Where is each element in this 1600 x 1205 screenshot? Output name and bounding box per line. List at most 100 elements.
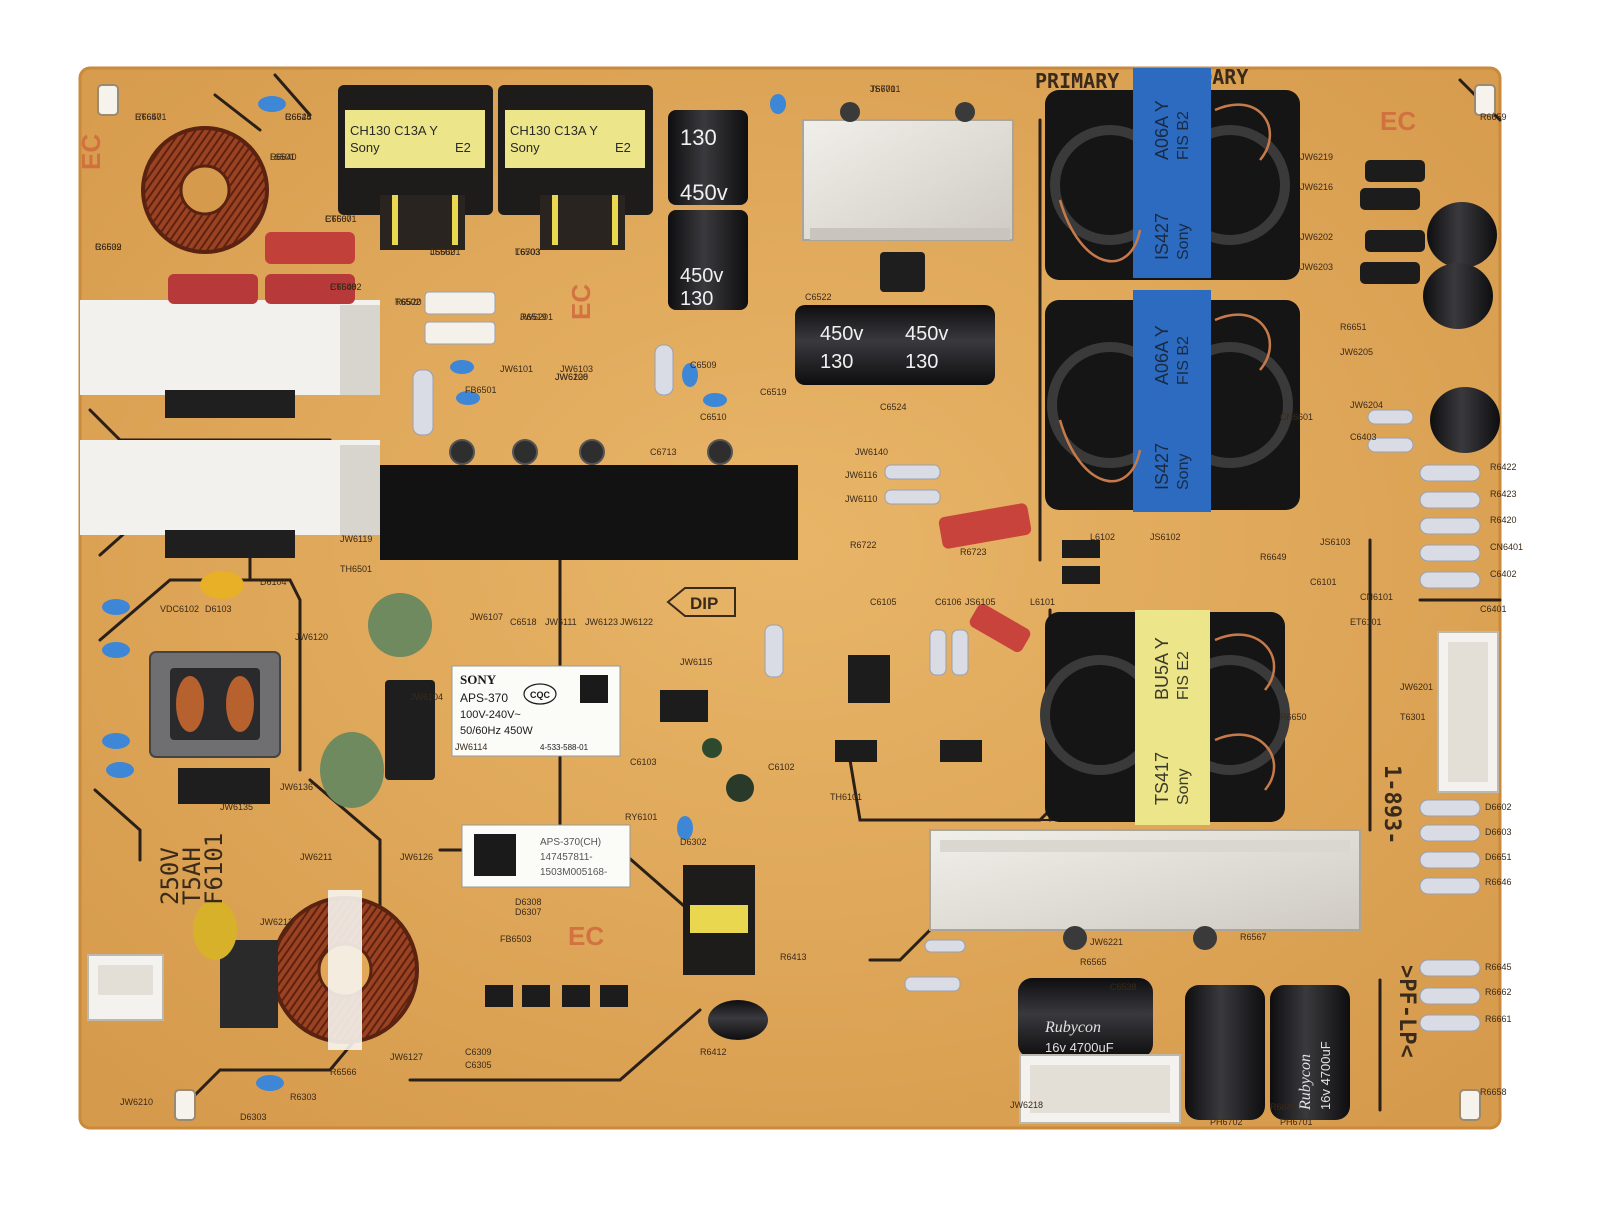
silkscreen-designator: D6602 xyxy=(1485,802,1512,812)
ec-mark-1: EC xyxy=(76,134,106,170)
silkscreen-designator: TH6501 xyxy=(340,564,372,574)
fuse-line1: F6101 xyxy=(200,833,228,905)
fuse-holder xyxy=(220,940,278,1028)
transformer-t6703-line1: IS427 xyxy=(1152,443,1172,490)
silkscreen-designator: D6308 xyxy=(515,897,542,907)
silkscreen-designator: C6402 xyxy=(1490,569,1517,579)
black-heatsink-bar xyxy=(380,465,798,560)
silkscreen-designator: JW6114 xyxy=(455,742,487,752)
transformer-t6703-line2: Sony xyxy=(1175,454,1192,490)
silkscreen-designator: ET6402 xyxy=(330,282,362,292)
silkscreen-designator: VDC6102 xyxy=(160,604,199,614)
silkscreen-designator: R6662 xyxy=(1485,987,1512,997)
ec-mark-3: EC xyxy=(1380,106,1416,136)
silkscreen-designator: JW6201 xyxy=(520,312,553,322)
connector-cn6601 xyxy=(1437,631,1499,793)
silkscreen-designator: C6102 xyxy=(768,762,795,772)
silkscreen-designator: R6413 xyxy=(780,952,807,962)
blue-ceramic-caps xyxy=(102,94,786,1091)
silkscreen-designator: L6503 xyxy=(515,247,540,257)
electrolytic-cap-450v-vertical: 130 450v 450v 130 xyxy=(668,110,748,310)
silkscreen-designator: C6524 xyxy=(880,402,907,412)
silkscreen-designator: FB6503 xyxy=(500,934,532,944)
rubycon-left-brand: Rubycon xyxy=(1044,1019,1101,1036)
silkscreen-designator: C6309 xyxy=(465,1047,492,1057)
transformer-t6502: TS417 Sony BU5A Y FIS E2 xyxy=(1040,610,1290,825)
rubycon-left-rating: 16v 4700uF xyxy=(1045,1040,1114,1055)
silkscreen-designator: D6603 xyxy=(1485,827,1512,837)
diodes-secondary xyxy=(1360,160,1425,284)
silkscreen-designator: C6525 xyxy=(285,112,312,122)
smd-ics xyxy=(485,540,1100,1007)
rubycon-right-rating: 16v 4700uF xyxy=(1318,1041,1333,1110)
silkscreen-designator: R6646 xyxy=(1485,877,1512,887)
serial-line2: 147457811- xyxy=(540,852,593,863)
silkscreen-designator: JW6115 xyxy=(680,657,712,667)
connector-cn6401 xyxy=(1019,1054,1181,1124)
silkscreen-designator: JW6101 xyxy=(500,364,533,374)
transformer-t6701-line4: FIS B2 xyxy=(1175,111,1192,160)
silkscreen-designator: R6520 xyxy=(395,297,422,307)
transformer-l6503-line1: CH130 C13A Y xyxy=(510,123,598,138)
heatsink-bottom-secondary xyxy=(929,829,1361,950)
silkscreen-designator: JW6140 xyxy=(855,447,888,457)
silkscreen-designator: JW6218 xyxy=(1010,1100,1043,1110)
silkscreen-designator: JW6116 xyxy=(845,470,877,480)
silkscreen-designator: ET6501 xyxy=(135,112,167,122)
silkscreen-designator: JW6104 xyxy=(410,692,443,702)
serial-line1: APS-370(CH) xyxy=(540,837,601,848)
silkscreen-designator: JW6111 xyxy=(545,617,577,627)
toroid-inductor-l6101 xyxy=(271,890,419,1050)
silkscreen-designator: C6105 xyxy=(870,597,897,607)
cap-450v-2-cap: 130 xyxy=(680,288,713,310)
silkscreen-designator: JW6220 xyxy=(555,372,588,382)
silkscreen-designator: JW6119 xyxy=(340,534,372,544)
silkscreen-designator: JW6108 xyxy=(555,372,588,382)
transformer-l6503: CH130 C13A Y Sony E2 xyxy=(498,85,653,250)
silkscreen-designator: R6645 xyxy=(1485,962,1512,972)
sony-freq-power: 50/60Hz 450W xyxy=(460,725,533,737)
sony-spec-label: SONY APS-370 100V-240V~ 50/60Hz 450W 4-5… xyxy=(451,665,621,757)
silkscreen-designator: JW6103 xyxy=(560,364,593,374)
film-capacitors-top-left xyxy=(168,232,355,304)
silkscreen-designator: R6650 xyxy=(1280,712,1307,722)
transformer-l6503-line3: E2 xyxy=(615,140,631,155)
silkscreen-designator: PH6702 xyxy=(1210,1117,1243,1127)
cap-450v-1-voltage: 450v xyxy=(680,180,728,205)
transformer-l6502-line1: CH130 C13A Y xyxy=(350,123,438,138)
cap-450v-h1-voltage: 450v xyxy=(820,323,863,345)
transformer-t6701-line2: Sony xyxy=(1175,224,1192,260)
board-number: 1-893- xyxy=(1379,765,1404,844)
transformer-t6502-line2: Sony xyxy=(1175,769,1192,805)
silkscreen-designator: D6651 xyxy=(1485,852,1512,862)
silkscreen-designator: JW6107 xyxy=(470,612,503,622)
cap-450v-2-voltage: 450v xyxy=(680,265,723,287)
heatsink-screws xyxy=(449,439,733,465)
silkscreen-designator: FB6501 xyxy=(465,385,497,395)
silkscreen-designator: C6401 xyxy=(1480,604,1507,614)
silkscreen-designator: JW6136 xyxy=(280,782,313,792)
cap-450v-1-cap: 130 xyxy=(680,125,717,150)
silkscreen-designator: T6502 xyxy=(395,297,421,307)
silkscreen-designator: R6651 xyxy=(1340,322,1367,332)
primary-heatsinks xyxy=(80,300,380,558)
silkscreen-designator: C6509 xyxy=(690,360,717,370)
cap-450v-h1-cap: 130 xyxy=(820,351,853,373)
silkscreen-designator: JW6202 xyxy=(1300,232,1333,242)
silkscreen-designator: JS6701 xyxy=(870,84,901,94)
silkscreen-designator: C6101 xyxy=(1310,577,1337,587)
heatsink-top-middle xyxy=(802,102,1014,241)
yellow-y-cap xyxy=(200,571,244,599)
silkscreen-designator: JS6601 xyxy=(430,247,461,257)
silkscreen-designator: ET6601 xyxy=(325,214,357,224)
silkscreen-designator: CN6401 xyxy=(1490,542,1523,552)
sony-part: 4-533-588-01 xyxy=(540,743,589,752)
black-box-capacitor xyxy=(178,768,270,804)
primary-label: PRIMARY xyxy=(1035,69,1119,93)
transformer-l6502: CH130 C13A Y Sony E2 xyxy=(338,85,493,250)
transformer-t6502-line1: TS417 xyxy=(1152,752,1172,805)
transformer-t6301 xyxy=(683,865,755,975)
silkscreen-designator: R6303 xyxy=(290,1092,317,1102)
silkscreen-designator: R6519 xyxy=(520,312,547,322)
